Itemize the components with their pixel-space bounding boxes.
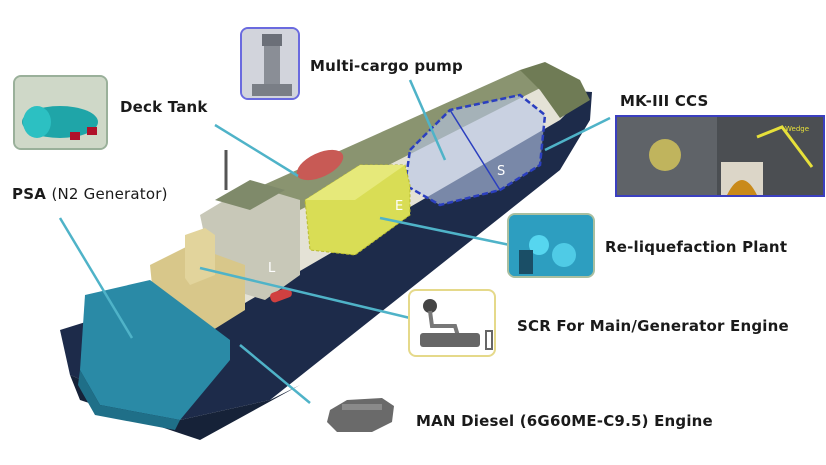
bow bbox=[520, 62, 590, 118]
psa-label-bold: PSA bbox=[12, 185, 47, 203]
engine-label: MAN Diesel (6G60ME-C9.5) Engine bbox=[416, 412, 713, 430]
scr-thumbnail bbox=[408, 289, 496, 357]
psa-label: PSA (N2 Generator) bbox=[12, 185, 168, 203]
leader-lines bbox=[58, 79, 611, 404]
hull-letter-l: L bbox=[268, 261, 276, 276]
multi-cargo-pump-thumbnail bbox=[240, 27, 300, 100]
deck-tank-shape bbox=[296, 149, 344, 181]
reliquefaction-thumbnail bbox=[507, 213, 595, 278]
mk3-ccs-label: MK-III CCS bbox=[620, 92, 709, 110]
svg-text:Wedge: Wedge bbox=[785, 125, 809, 133]
hull-letter-e: E bbox=[395, 199, 403, 214]
deck-tank-thumbnail bbox=[13, 75, 108, 150]
hull-letter-s: S bbox=[497, 164, 505, 179]
multi-cargo-pump-label: Multi-cargo pump bbox=[310, 57, 463, 75]
mk3-ccs-inset: Wedge bbox=[615, 115, 825, 197]
reliquefaction-label: Re-liquefaction Plant bbox=[605, 238, 788, 256]
engine-thumbnail bbox=[322, 392, 400, 438]
psa-label-light: (N2 Generator) bbox=[51, 185, 168, 203]
deck-tank-label: Deck Tank bbox=[120, 98, 208, 116]
scr-label: SCR For Main/Generator Engine bbox=[517, 317, 789, 335]
